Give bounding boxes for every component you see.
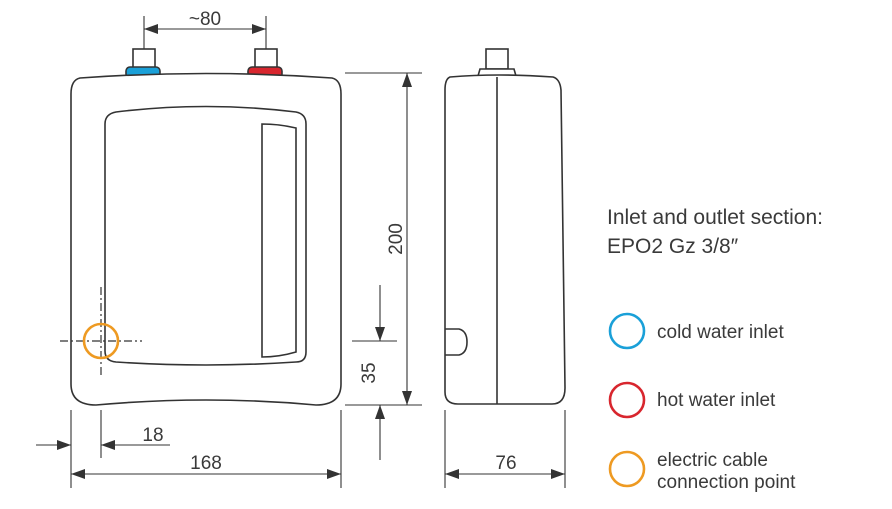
side-view bbox=[444, 48, 566, 405]
dim-cable-offset: 18 bbox=[142, 425, 163, 446]
front-housing bbox=[70, 72, 342, 406]
front-view bbox=[60, 48, 342, 406]
legend-cable-label-2: connection point bbox=[657, 472, 796, 493]
dim-cable-height: 35 bbox=[359, 362, 380, 383]
side-cable-bump bbox=[445, 328, 468, 356]
cable-crosshair bbox=[60, 287, 142, 378]
legend-cable-circle bbox=[608, 450, 646, 488]
side-housing bbox=[444, 74, 566, 405]
side-pipe bbox=[485, 48, 509, 70]
legend-cold-label: cold water inlet bbox=[657, 322, 784, 343]
legend-hot-circle bbox=[608, 381, 646, 419]
front-panel bbox=[104, 105, 307, 366]
dim-width: 168 bbox=[190, 453, 222, 474]
dim-depth: 76 bbox=[495, 453, 516, 474]
dim-pipe-spacing: ~80 bbox=[189, 9, 221, 30]
legend-cold-circle bbox=[608, 312, 646, 350]
display-window bbox=[261, 123, 297, 358]
section-spec: EPO2 Gz 3/8″ bbox=[607, 235, 739, 258]
legend-cable-label-1: electric cable bbox=[657, 450, 768, 471]
section-title: Inlet and outlet section: bbox=[607, 206, 823, 229]
cable-connection-marker bbox=[82, 322, 120, 360]
legend: cold water inlet hot water inlet electri… bbox=[608, 312, 796, 493]
legend-hot-label: hot water inlet bbox=[657, 390, 776, 411]
dim-height: 200 bbox=[386, 223, 407, 255]
dimension-lines bbox=[36, 16, 566, 488]
